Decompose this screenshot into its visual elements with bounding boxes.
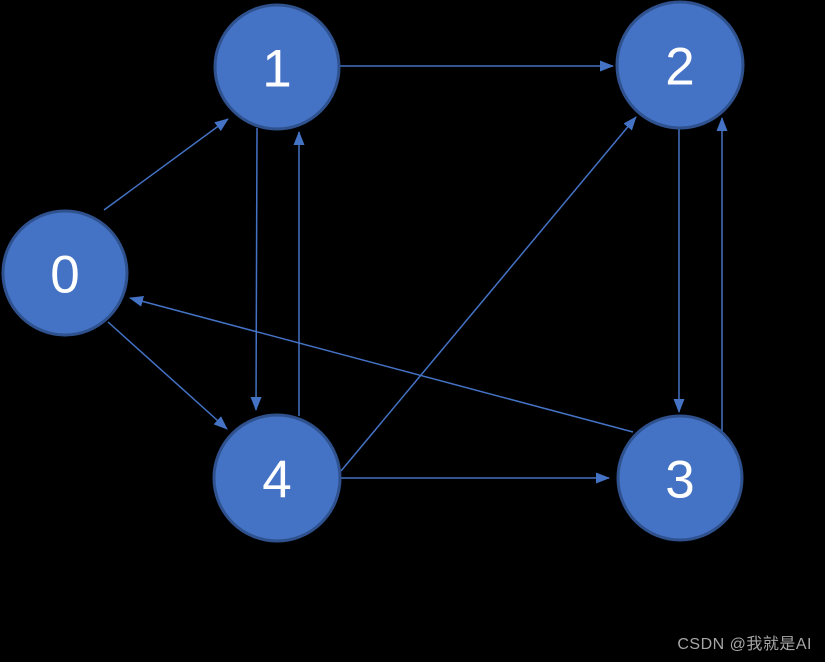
node-1-circle — [213, 3, 341, 131]
node-4-label: 4 — [262, 451, 291, 510]
node-2: 2 — [615, 0, 745, 130]
watermark: CSDN @我就是AI — [677, 636, 812, 653]
edge-3-to-0 — [129, 296, 634, 433]
node-3-circle — [616, 414, 744, 542]
node-4: 4 — [212, 413, 342, 543]
node-3: 3 — [616, 414, 744, 542]
edge-0-to-4 — [107, 321, 228, 430]
edge-1-to-4 — [250, 127, 262, 411]
node-0-label: 0 — [50, 246, 79, 305]
node-1-label: 1 — [262, 40, 291, 99]
node-4-circle — [212, 413, 342, 543]
edge-0-to-1 — [103, 118, 229, 211]
node-2-label: 2 — [665, 38, 694, 97]
node-3-label: 3 — [665, 451, 694, 510]
edge-4-to-2 — [340, 116, 637, 472]
node-2-circle — [615, 0, 745, 130]
node-1: 1 — [213, 3, 341, 131]
nodes-layer: 0 1 2 3 4 — [1, 0, 745, 543]
edges-layer — [103, 60, 728, 484]
node-0-circle — [1, 209, 129, 337]
node-0: 0 — [1, 209, 129, 337]
